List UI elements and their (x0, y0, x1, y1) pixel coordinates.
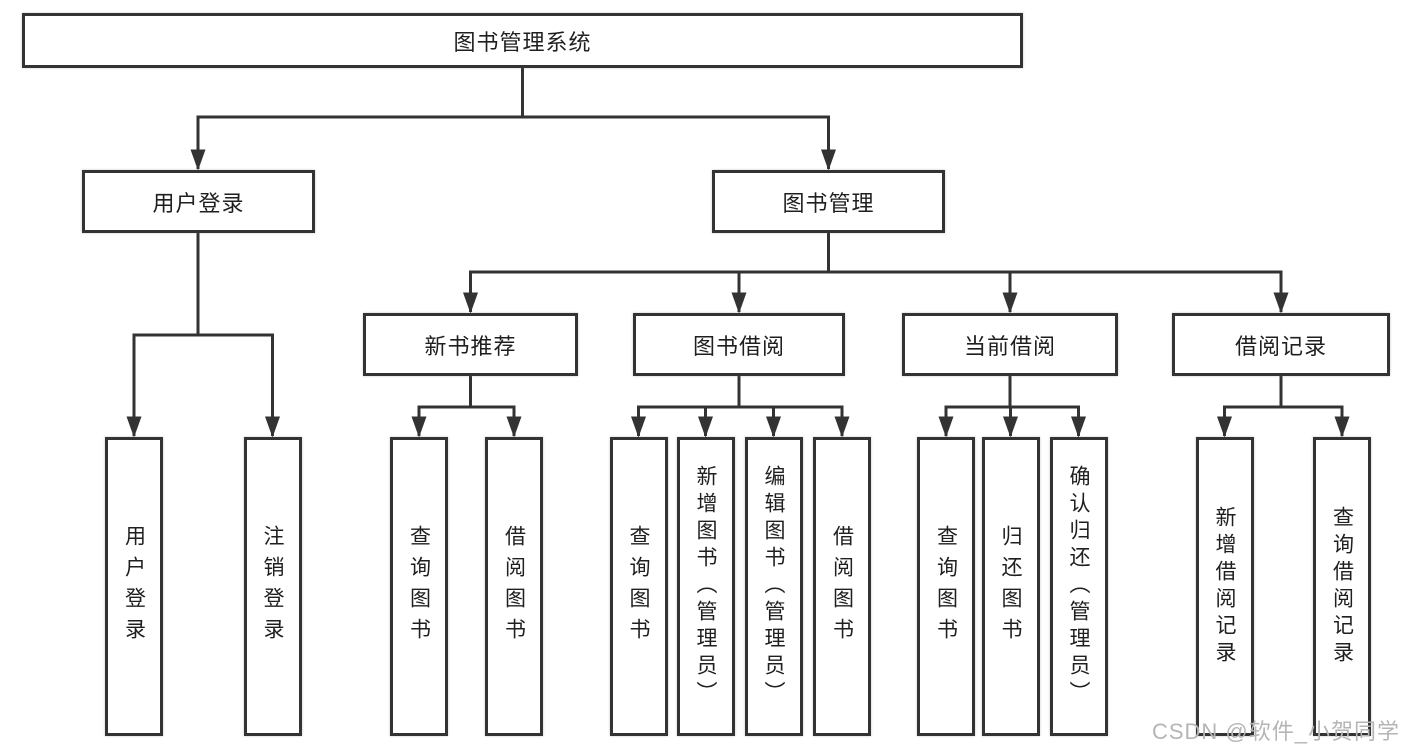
edge-current-borrow-group (938, 376, 1086, 438)
leaf-records-add-borrow-record: 新增借阅记录 (1195, 437, 1254, 736)
leaf-borrow-query-books: 查询图书 (609, 437, 668, 736)
edge-user-login-group (126, 233, 280, 438)
edge-new-book-group (411, 376, 522, 438)
leaf-borrow-edit-books-admin: 编辑图书（管理员） (744, 437, 803, 736)
leaf-current-confirm-return-admin: 确认归还（管理员） (1049, 437, 1108, 736)
edge-borrow-records-group (1217, 376, 1350, 438)
leaf-current-query-books: 查询图书 (917, 437, 975, 736)
node-current-borrowing: 当前借阅 (902, 313, 1118, 376)
node-library-management-system: 图书管理系统 (22, 13, 1023, 68)
leaf-borrow-borrow-books: 借阅图书 (813, 437, 871, 736)
leaf-records-query-borrow-record: 查询借阅记录 (1313, 437, 1371, 736)
leaf-recommend-query-books: 查询图书 (390, 437, 448, 736)
node-book-borrowing: 图书借阅 (633, 313, 845, 376)
node-new-book-recommendation: 新书推荐 (363, 313, 578, 376)
edge-book-management-to-level3 (463, 233, 1289, 314)
node-book-management: 图书管理 (712, 170, 945, 233)
leaf-user-login: 用户登录 (105, 437, 163, 736)
node-borrowing-records: 借阅记录 (1172, 313, 1390, 376)
node-user-login: 用户登录 (82, 170, 315, 233)
edge-root-to-level2 (190, 68, 836, 171)
edge-book-borrow-group (631, 376, 850, 438)
leaf-recommend-borrow-books: 借阅图书 (485, 437, 543, 736)
leaf-borrow-add-books-admin: 新增图书（管理员） (676, 437, 735, 736)
csdn-watermark: CSDN @软件_小贺同学 (1151, 719, 1400, 744)
leaf-current-return-books: 归还图书 (981, 437, 1040, 736)
leaf-logout: 注销登录 (243, 437, 302, 736)
